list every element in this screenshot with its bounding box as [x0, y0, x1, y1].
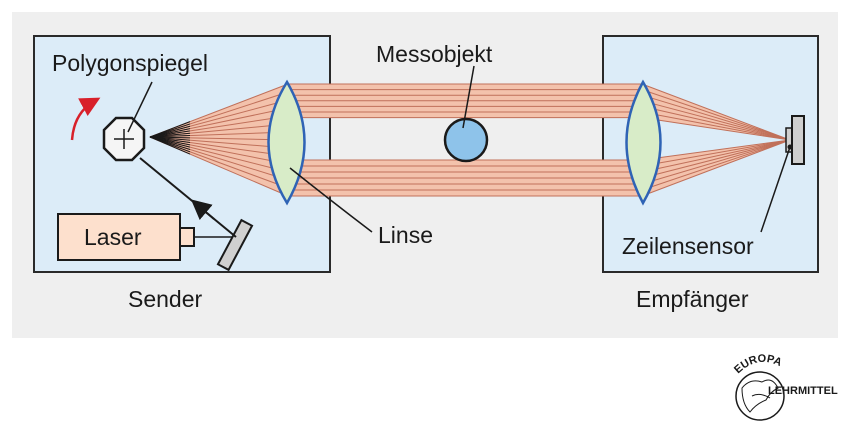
measured-object	[443, 117, 489, 163]
leader-lens	[289, 167, 373, 233]
leader-object	[462, 65, 475, 129]
right-lens	[625, 79, 662, 206]
beam-fan-dark-lines	[149, 121, 191, 155]
beam-band-top	[288, 83, 642, 119]
laser-beam	[139, 157, 237, 238]
label-transmitter: Sender	[128, 286, 203, 312]
laser-unit	[57, 213, 236, 261]
line-sensor	[785, 115, 805, 165]
deflection-mirror	[216, 218, 254, 272]
label-line-sensor: Zeilensensor	[622, 233, 754, 259]
polygon-mirror	[102, 116, 146, 162]
label-lens: Linse	[378, 222, 433, 248]
beam-band-bottom	[288, 159, 642, 197]
beam-fan-right	[641, 83, 791, 197]
label-polygon-mirror: Polygonspiegel	[52, 50, 208, 76]
laser-beam-arrow	[190, 199, 215, 220]
leader-polygon	[127, 81, 153, 133]
rotation-arrow-icon	[70, 97, 101, 141]
europa-lehrmittel-globe-icon: EUROPA LEHRMITTEL	[732, 353, 838, 421]
leader-sensor	[760, 146, 791, 233]
label-receiver: Empfänger	[636, 286, 749, 312]
label-measured-object: Messobjekt	[376, 41, 493, 67]
label-laser: Laser	[84, 224, 142, 250]
logo-right-text: LEHRMITTEL	[768, 385, 838, 397]
